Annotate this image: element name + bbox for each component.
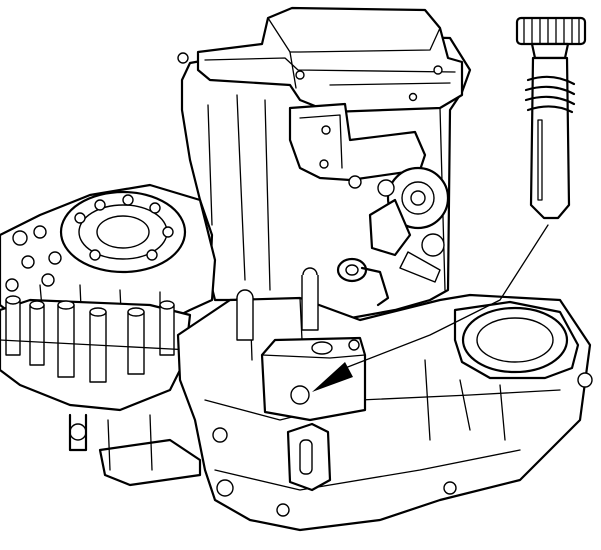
stud-2 (29, 300, 45, 366)
stud-3 (57, 300, 75, 378)
pointer-arrow (312, 224, 549, 392)
stud-6 (159, 300, 175, 356)
selector-sensor (336, 166, 450, 307)
slotted-fitting (286, 422, 332, 492)
locating-pin-tool (515, 16, 587, 220)
stud-1 (5, 295, 21, 356)
front-cover-studs (0, 295, 202, 487)
stud-4 (89, 307, 107, 383)
stud-5 (127, 307, 145, 375)
differential-housing (0, 183, 217, 333)
locating-boss (260, 336, 367, 422)
